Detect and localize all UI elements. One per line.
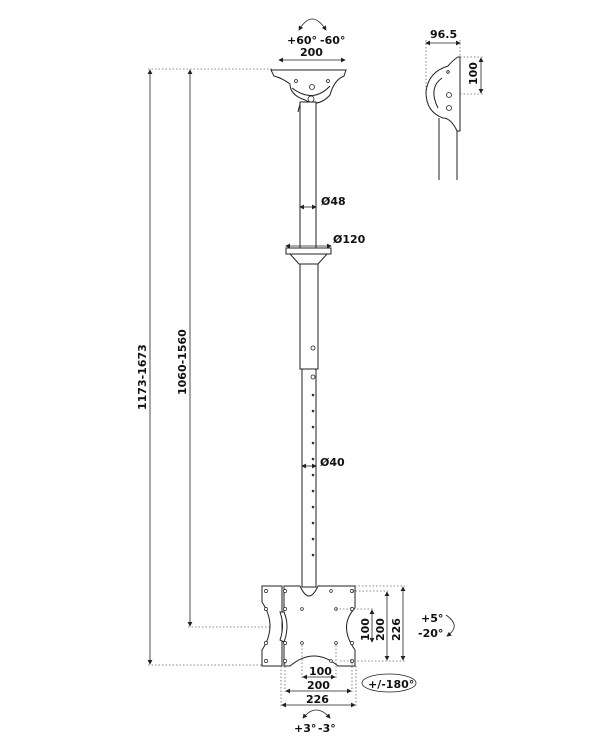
vesa-h-200-label: 200: [307, 679, 330, 692]
plate-width-label: 200: [300, 46, 323, 59]
rotation-label: +/-180°: [368, 678, 414, 691]
tube-lower-diameter-label: Ø40: [320, 456, 345, 469]
total-height-label: 1173-1673: [136, 344, 149, 410]
vesa-h-100-label: 100: [309, 665, 332, 678]
tilt-plus-label: +5°: [421, 612, 443, 625]
swivel-minus-label: -3°: [318, 722, 336, 735]
rotation-arrow: [361, 673, 417, 693]
vesa-plate: [261, 585, 356, 667]
tube-upper-diameter-label: Ø48: [321, 195, 346, 208]
pole: [285, 101, 332, 588]
swivel-arrow: [302, 709, 331, 719]
tilt-minus-label: -20°: [418, 627, 443, 640]
vesa-h-226-label: 226: [306, 693, 329, 706]
side-height-label: 100: [467, 62, 480, 85]
tilt-top-minus-label: -60°: [320, 34, 345, 47]
side-view-bracket: [425, 56, 461, 180]
tilt-top-plus-label: +60°: [287, 34, 317, 47]
tilt-arrow: [445, 614, 455, 637]
swivel-plus-label: +3°: [294, 722, 316, 735]
vesa-v-226-label: 226: [390, 618, 403, 641]
vesa-v-200-label: 200: [374, 618, 387, 641]
top-rotation-arrow: [298, 18, 327, 31]
vesa-v-100-label: 100: [359, 618, 372, 641]
ceiling-bracket: [270, 69, 347, 113]
side-depth-label: 96.5: [430, 28, 457, 41]
collar-diameter-label: Ø120: [333, 233, 366, 246]
pole-adjustment-holes: [311, 393, 315, 557]
pole-height-label: 1060-1560: [176, 329, 189, 395]
